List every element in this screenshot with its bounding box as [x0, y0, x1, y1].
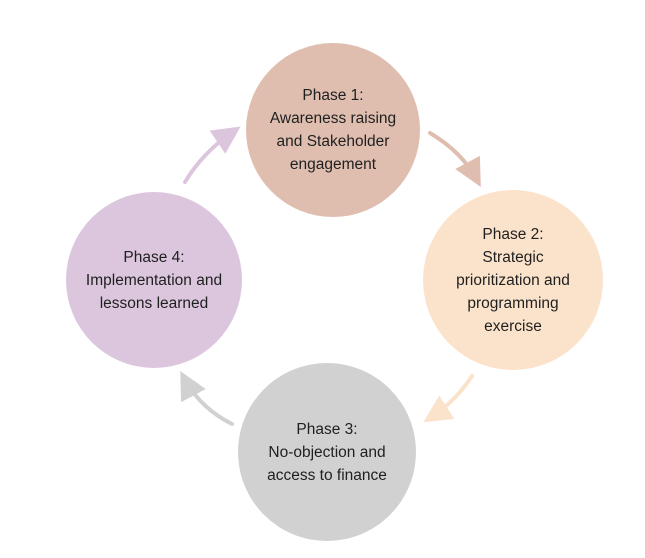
phase-4-line-1: Phase 4: [123, 248, 185, 266]
phase-2-line-1: Phase 2: [482, 225, 544, 243]
phase-1-line-1: Phase 1: [302, 87, 364, 104]
phase-2-text: Phase 2: Strategic prioritization and pr… [456, 223, 570, 338]
phase-1-line-2: Awareness raising [269, 110, 397, 127]
phase-3-line-2: No-objection and [268, 443, 386, 461]
phase-3-circle: Phase 3: No-objection and access to fina… [238, 363, 416, 541]
phase-2-line-5: exercise [484, 317, 542, 335]
phase-3-line-1: Phase 3: [296, 420, 358, 438]
phase-1-circle: Phase 1: Awareness raising and Stakehold… [246, 43, 420, 217]
phase-3-text: Phase 3: No-objection and access to fina… [267, 418, 387, 487]
arrow-phase4-to-phase1 [183, 126, 241, 184]
phase-3-line-3: access to finance [267, 466, 387, 484]
phase-4-text: Phase 4: Implementation and lessons lear… [86, 246, 222, 315]
arrow-phase2-to-phase3 [423, 374, 474, 423]
phase-2-line-2: Strategic [482, 248, 544, 266]
arrow-phase3-to-phase4 [180, 370, 234, 426]
phase-4-circle: Phase 4: Implementation and lessons lear… [66, 192, 242, 368]
phase-4-line-3: lessons learned [99, 294, 209, 312]
phase-2-line-4: programming [467, 294, 559, 312]
arrow-phase1-to-phase2 [428, 131, 481, 188]
phase-2-line-3: prioritization and [456, 271, 570, 289]
phase-2-circle: Phase 2: Strategic prioritization and pr… [423, 190, 603, 370]
phase-1-line-3: and Stakeholder [276, 133, 390, 150]
phase-4-line-2: Implementation and [85, 271, 223, 289]
phase-1-line-4: engagement [289, 156, 377, 173]
phase-1-text: Phase 1: Awareness raising and Stakehold… [270, 84, 396, 176]
